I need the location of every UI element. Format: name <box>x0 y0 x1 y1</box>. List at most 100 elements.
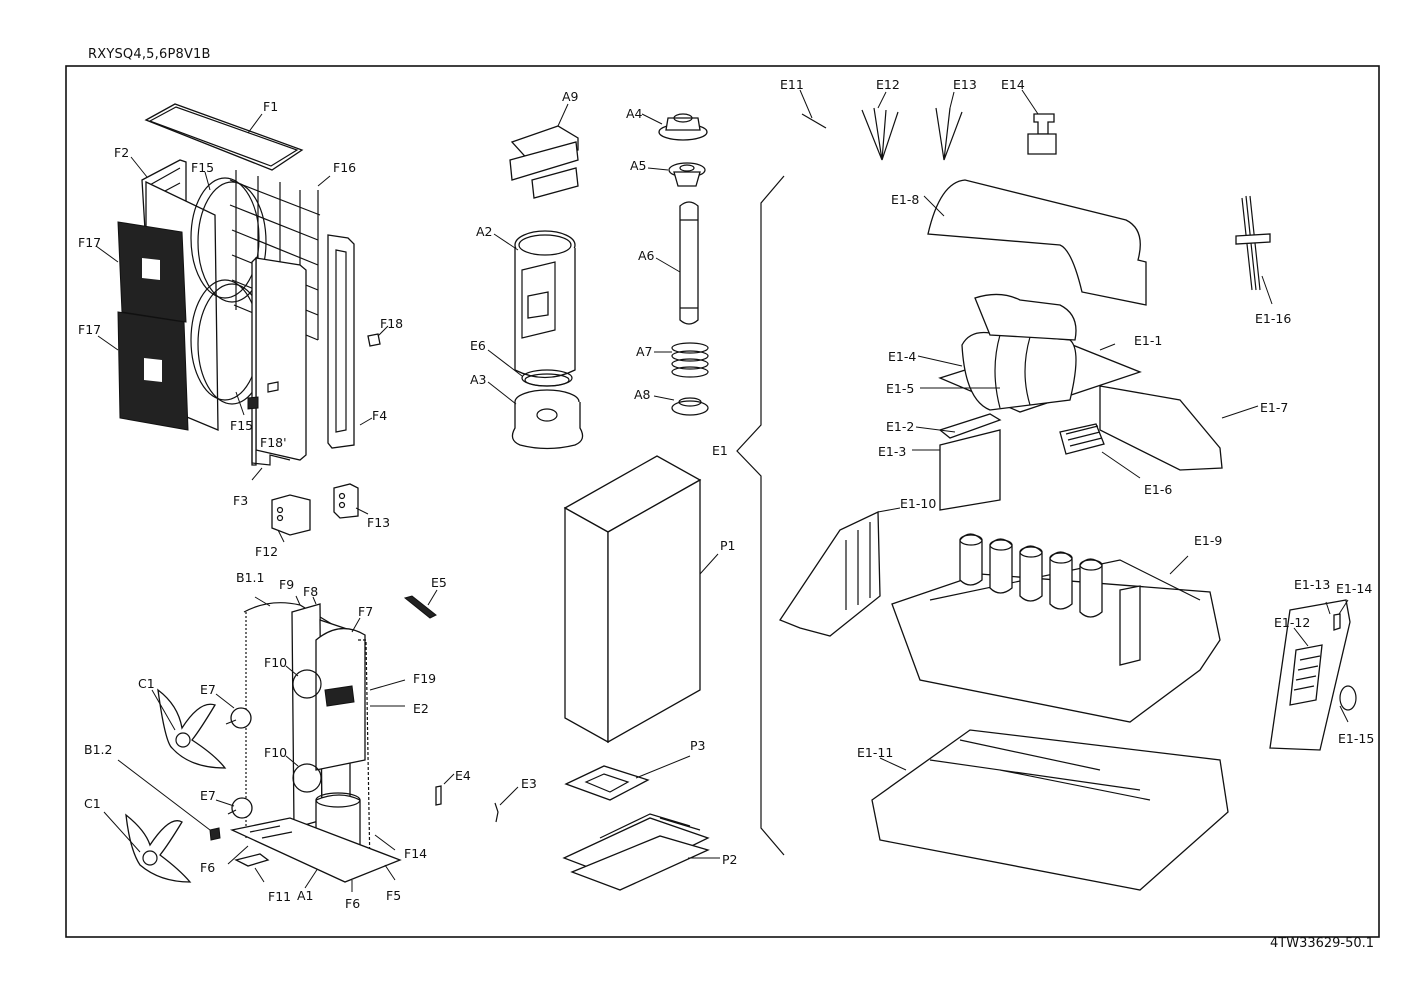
label-E1-9: E1-9 <box>1194 533 1222 548</box>
part-E1-8-insulation-sheet <box>923 179 1147 306</box>
label-F2: F2 <box>114 145 129 160</box>
part-E7-fan-motor-upper <box>215 693 252 729</box>
label-E1-5: E1-5 <box>886 381 914 396</box>
part-P1-carton <box>563 455 719 744</box>
part-B1-2-sensor <box>117 759 221 841</box>
label-F13: F13 <box>367 515 390 530</box>
part-F13-bracket <box>333 483 369 519</box>
capacitors <box>959 533 1103 618</box>
part-base-plate <box>227 817 402 892</box>
part-E7-fan-motor-lower <box>215 797 253 819</box>
label-E14: E14 <box>1001 77 1025 92</box>
label-F19: F19 <box>413 671 436 686</box>
part-A4-nut <box>641 113 708 141</box>
label-F1: F1 <box>263 99 278 114</box>
label-E1-2: E1-2 <box>886 419 914 434</box>
part-E1-10-mounting-plate <box>779 507 901 637</box>
label-F12: F12 <box>255 544 278 559</box>
part-A6-plunger <box>655 201 699 325</box>
label-F11: F11 <box>268 889 291 904</box>
label-C1: C1 <box>84 796 101 811</box>
label-A1: A1 <box>297 888 314 903</box>
label-F18: F18 <box>380 316 403 331</box>
label-E7: E7 <box>200 788 216 803</box>
model-title: RXYSQ4,5,6P8V1B <box>88 47 211 62</box>
label-A8: A8 <box>634 387 651 402</box>
label-E1-8: E1-8 <box>891 192 919 207</box>
label-F15: F15 <box>230 418 253 433</box>
e1-group-bracket <box>736 175 785 856</box>
label-P3: P3 <box>690 738 706 753</box>
label-F3: F3 <box>233 493 248 508</box>
part-F17-fan-guard-upper <box>95 221 187 323</box>
label-E2: E2 <box>413 701 429 716</box>
part-E6-ring <box>487 349 573 387</box>
part-A3-cap <box>487 381 584 450</box>
part-E4-terminal <box>435 773 455 806</box>
label-B1-2: B1.2 <box>84 742 112 757</box>
label-F15: F15 <box>191 160 214 175</box>
label-E1-7: E1-7 <box>1260 400 1288 415</box>
part-C1-propeller-upper <box>151 688 227 769</box>
label-A9: A9 <box>562 89 579 104</box>
label-E1-13: E1-13 <box>1294 577 1330 592</box>
part-E12-thermistor-harness <box>861 91 899 161</box>
label-A3: A3 <box>470 372 487 387</box>
label-F17: F17 <box>78 322 101 337</box>
label-E1-3: E1-3 <box>878 444 906 459</box>
label-E7: E7 <box>200 682 216 697</box>
part-A7-spring <box>654 342 709 378</box>
label-F6: F6 <box>345 896 360 911</box>
label-F5: F5 <box>386 888 401 903</box>
label-F17: F17 <box>78 235 101 250</box>
label-E3: E3 <box>521 776 537 791</box>
part-A8-washer <box>653 395 709 416</box>
label-E1-1: E1-1 <box>1134 333 1162 348</box>
label-F6: F6 <box>200 860 215 875</box>
part-A2-coil <box>493 230 576 379</box>
label-E1-11: E1-11 <box>857 745 893 760</box>
part-F11-brace <box>234 853 270 883</box>
part-P2-pallet <box>562 813 720 891</box>
part-A9-bracket <box>509 103 579 199</box>
part-E1-11-bottom-tray <box>871 729 1229 891</box>
label-E13: E13 <box>953 77 977 92</box>
part-E3-sensor <box>494 786 519 823</box>
part-E1-9-main-pcb-box <box>891 533 1221 723</box>
label-P2: P2 <box>722 852 738 867</box>
label-A4: A4 <box>626 106 643 121</box>
part-C1-propeller-lower <box>103 811 192 883</box>
label-E1-4: E1-4 <box>888 349 916 364</box>
label-F10: F10 <box>264 655 287 670</box>
label-E1-6: E1-6 <box>1144 482 1172 497</box>
part-F17-fan-guard-lower <box>97 311 189 431</box>
part-A5-seat <box>647 162 706 187</box>
part-E13-thermistor-harness <box>935 91 963 161</box>
part-frame-structure <box>285 595 406 871</box>
label-B1-1: B1.1 <box>236 570 264 585</box>
label-E4: E4 <box>455 768 471 783</box>
label-F8: F8 <box>303 584 318 599</box>
label-E1-15: E1-15 <box>1338 731 1374 746</box>
label-F9: F9 <box>279 577 294 592</box>
part-E5-terminal <box>403 589 438 619</box>
part-P3-pad <box>564 755 691 801</box>
label-E6: E6 <box>470 338 486 353</box>
label-A6: A6 <box>638 248 655 263</box>
label-E12: E12 <box>876 77 900 92</box>
document-number: 4TW33629-50.1 <box>1270 936 1375 951</box>
part-F12-bracket <box>271 494 311 543</box>
part-E1-7-pcb-frame <box>1099 385 1259 471</box>
part-F1-top-panel <box>144 103 304 171</box>
drawing-frame <box>65 65 1380 938</box>
part-E1-4-E1-5-reactors <box>917 293 1077 411</box>
label-E1-10: E1-10 <box>900 496 936 511</box>
part-E1-16-harness <box>1235 195 1273 305</box>
part-E1-12-terminal-board <box>1269 599 1357 751</box>
part-F18-clip <box>367 325 389 347</box>
label-A7: A7 <box>636 344 653 359</box>
part-F3-front-panel <box>247 256 307 481</box>
part-E1-2-E1-3-terminal-blocks <box>912 413 1002 511</box>
label-F4: F4 <box>372 408 387 423</box>
